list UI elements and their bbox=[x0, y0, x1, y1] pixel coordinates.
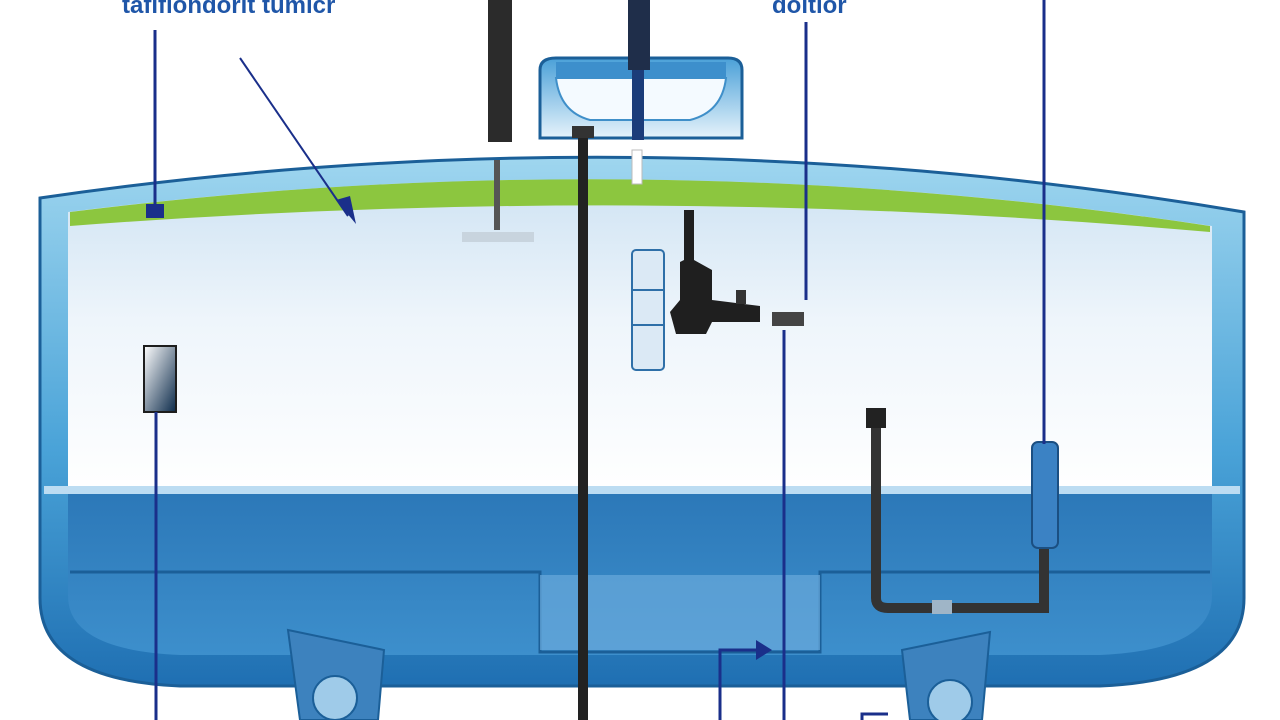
label-top-left: taflfiondorit tumicr bbox=[122, 0, 336, 19]
j-pipe-cap bbox=[866, 408, 886, 428]
j-pipe bbox=[871, 428, 1049, 613]
inlet-pipe-center bbox=[628, 0, 650, 70]
leader-outlet bbox=[718, 648, 760, 720]
dip-rod bbox=[578, 128, 588, 720]
support-left-valve bbox=[312, 675, 358, 720]
float-stack bbox=[631, 249, 665, 371]
water-body bbox=[68, 492, 1212, 655]
probe-shadow bbox=[462, 232, 534, 242]
j-pipe-coupling bbox=[932, 600, 952, 614]
foam-layer bbox=[70, 179, 1210, 232]
valve-handle bbox=[736, 290, 746, 304]
center-stem bbox=[632, 70, 644, 140]
water-surface bbox=[44, 486, 1240, 494]
support-left bbox=[286, 628, 386, 720]
inner-sump bbox=[70, 570, 1210, 654]
level-gauge bbox=[143, 345, 177, 413]
valve-body bbox=[670, 210, 760, 334]
dip-rod-cap bbox=[572, 126, 594, 138]
leader-outlet-arrow bbox=[756, 640, 772, 660]
support-right-valve bbox=[927, 679, 973, 720]
leader-diagonal bbox=[239, 57, 349, 217]
leader-left-dot bbox=[146, 204, 164, 218]
leader-diagonal-arrow bbox=[336, 196, 356, 224]
label-top-center: doitior bbox=[772, 0, 847, 19]
inlet-pipe-left bbox=[488, 0, 512, 142]
valve-outlet bbox=[772, 312, 804, 326]
right-sensor bbox=[1031, 441, 1059, 549]
probe-tick bbox=[494, 160, 500, 230]
leader-bottom-right bbox=[860, 712, 888, 720]
small-probe bbox=[631, 149, 643, 185]
